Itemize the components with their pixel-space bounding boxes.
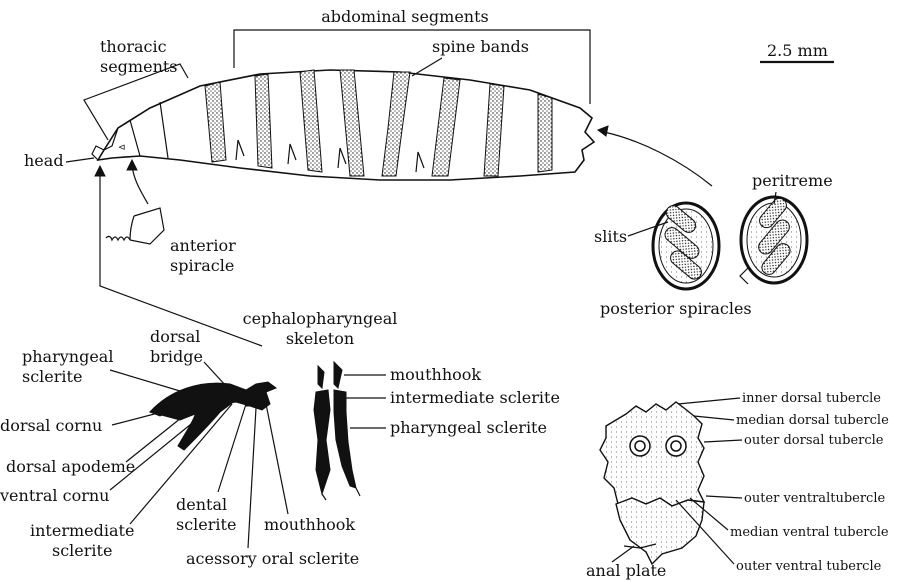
dorsal-apodeme-label: dorsal apodeme [6, 457, 135, 476]
pharyngeal-sclerite-label-1: pharyngeal [22, 347, 113, 366]
spine-bands-label: spine bands [432, 37, 529, 56]
acessory-oral-sclerite-label: acessory oral sclerite [186, 549, 359, 568]
dental-sclerite-label-1: dental [176, 495, 227, 514]
intermediate-sclerite-label-1: intermediate [30, 521, 134, 540]
mouthhook-right-label: mouthhook [390, 365, 481, 384]
posterior-spiracle-right [740, 195, 807, 284]
spine-band-8 [538, 94, 552, 172]
median-dorsal-tubercle-leader [694, 416, 734, 420]
intermediate-sclerite-label-2: sclerite [52, 541, 112, 560]
spine-bands-leader [412, 58, 442, 76]
dental-sclerite-leader [218, 404, 246, 492]
cephalo-label-1: cephalopharyngeal [243, 309, 398, 328]
anterior-spiracle-label-2: spiracle [170, 256, 234, 275]
anterior-spiracle-label-1: anterior [170, 236, 236, 255]
posterior-spiracles-label: posterior spiracles [600, 299, 752, 318]
anal-plate-leader [612, 546, 634, 562]
anal-plate-label: anal plate [586, 561, 666, 580]
dorsal-apodeme-leader [126, 414, 186, 462]
anterior-spiracle [106, 208, 164, 244]
ventral-cornu-label: ventral cornu [0, 486, 109, 505]
pharyngeal-sclerite-right-label: pharyngeal sclerite [390, 418, 547, 437]
outer-ventral-tubercle-2-label: outer ventral tubercle [736, 559, 882, 574]
pharyngeal-sclerite-leader [110, 370, 190, 394]
outer-ventral-tubercle-1-leader [706, 496, 742, 498]
mouthhook-bottom-label: mouthhook [264, 515, 355, 534]
outer-dorsal-tubercle-label: outer dorsal tubercle [744, 433, 884, 448]
posterior-arrow [604, 132, 712, 186]
mouthhook-bottom-leader [266, 404, 288, 514]
intermediate-sclerite-right-label: intermediate sclerite [390, 388, 560, 407]
peritreme-label: peritreme [752, 171, 833, 190]
dorsal-bridge-label-2: bridge [150, 347, 203, 366]
head-leader [66, 158, 94, 162]
abdominal-segments-label: abdominal segments [321, 7, 489, 26]
dorsal-cornu-label: dorsal cornu [0, 416, 102, 435]
cephalopharyngeal-skeleton-ventral [314, 362, 360, 500]
head-label: head [24, 151, 64, 170]
dental-sclerite-label-2: sclerite [176, 515, 236, 534]
outer-dorsal-tubercle-leader [704, 440, 742, 442]
scale-label: 2.5 mm [767, 41, 828, 60]
posterior-spiracle-left [653, 203, 719, 289]
pharyngeal-sclerite-label-2: sclerite [22, 367, 82, 386]
posterior-end-view [600, 402, 704, 564]
acessory-oral-sclerite-leader [248, 408, 256, 548]
median-dorsal-tubercle-label: median dorsal tubercle [736, 413, 889, 428]
inner-dorsal-tubercle-leader [678, 398, 740, 404]
outer-ventral-tubercle-1-label: outer ventraltubercle [744, 491, 885, 506]
larva-body: ⊲ [92, 70, 594, 180]
dorsal-cornu-leader [112, 412, 162, 425]
head-mark: ⊲ [118, 143, 126, 153]
ventral-cornu-leader [110, 420, 196, 490]
inner-dorsal-tubercle-label: inner dorsal tubercle [742, 391, 881, 406]
dorsal-bridge-leader [204, 362, 226, 386]
thoracic-segments-label-2: segments [100, 57, 178, 76]
dorsal-bridge-label-1: dorsal [150, 327, 200, 346]
median-ventral-tubercle-label: median ventral tubercle [730, 525, 889, 540]
cephalo-label-2: skeleton [286, 329, 354, 348]
slits-label: slits [594, 227, 627, 246]
cephalopharyngeal-skeleton-lateral [150, 382, 276, 450]
anterior-spiracle-arrow [132, 166, 148, 204]
thoracic-segments-label-1: thoracic [100, 37, 167, 56]
